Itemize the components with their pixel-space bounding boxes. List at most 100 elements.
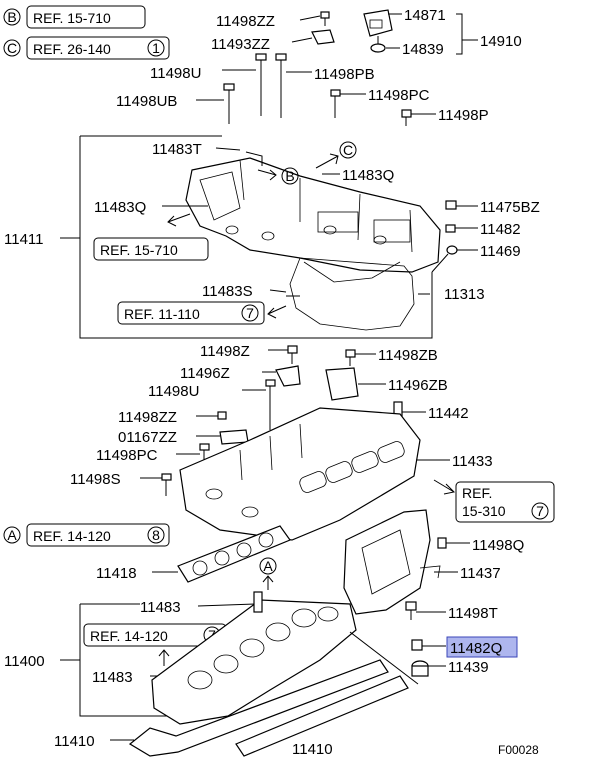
o-ring-14839 xyxy=(370,43,386,53)
label-11418[interactable]: 11418 xyxy=(96,565,137,582)
arrow-to-b xyxy=(257,169,277,181)
label-11496zb[interactable]: 11496ZB xyxy=(388,377,448,394)
ref-15-710-inner-text: REF. 15-710 xyxy=(100,242,178,258)
ref-b-15-710[interactable]: B REF. 15-710 xyxy=(3,5,146,29)
label-11498zz-mid[interactable]: 11498ZZ xyxy=(118,409,177,426)
label-11498pc-top[interactable]: 11498PC xyxy=(368,87,430,104)
label-11493zz[interactable]: 11493ZZ xyxy=(211,36,270,53)
label-11498pb[interactable]: 11498PB xyxy=(314,66,375,83)
label-11411[interactable]: 11411 xyxy=(4,231,44,248)
label-11475bz[interactable]: 11475BZ xyxy=(480,199,540,216)
ref-11-110[interactable]: REF. 11-110 7 xyxy=(117,301,265,325)
bolt-11498q xyxy=(437,537,456,549)
ref-a-marker: A xyxy=(7,527,17,543)
label-11498u-top[interactable]: 11498U xyxy=(150,65,201,82)
label-11498t[interactable]: 11498T xyxy=(448,605,498,622)
ref-15-710-inner[interactable]: REF. 15-710 xyxy=(93,237,209,261)
lower-intake-manifold[interactable] xyxy=(151,591,357,725)
nut-11475bz xyxy=(445,200,457,210)
bolt-11498t xyxy=(405,601,417,620)
label-11483s[interactable]: 11483S xyxy=(202,283,253,300)
highlight-box xyxy=(446,636,518,658)
bracket-11496zb xyxy=(325,367,359,401)
bolt-11498pc-top xyxy=(330,89,341,118)
ref-15-310-line2: 15-310 xyxy=(462,503,506,519)
label-11482q-highlight[interactable]: 11482Q xyxy=(446,636,518,658)
label-14910[interactable]: 14910 xyxy=(480,33,522,50)
label-11498z[interactable]: 11498Z xyxy=(200,343,250,360)
label-11437[interactable]: 11437 xyxy=(460,565,501,582)
arrow-ref-15-710 xyxy=(167,213,191,227)
ref-15-310-line1: REF. xyxy=(462,485,492,501)
ref-15-310[interactable]: REF. 15-310 7 xyxy=(455,481,555,523)
label-11442[interactable]: 11442 xyxy=(428,405,469,422)
bolt-11498p xyxy=(401,109,412,126)
ref-14-120-lower-text: REF. 14-120 xyxy=(90,628,168,644)
label-11498p[interactable]: 11498P xyxy=(438,107,489,124)
nut-11482 xyxy=(445,224,456,233)
label-11483-lower[interactable]: 11483 xyxy=(92,669,133,686)
label-11483q-right[interactable]: 11483Q xyxy=(342,167,394,184)
label-11496z[interactable]: 11496Z xyxy=(180,365,230,382)
label-01167zz[interactable]: 01167ZZ xyxy=(118,429,177,446)
label-11439[interactable]: 11439 xyxy=(448,659,489,676)
ref-a-14-120[interactable]: A REF. 14-120 8 xyxy=(3,523,170,547)
ref-a-suffix: 8 xyxy=(152,527,160,543)
ref-b-text: REF. 15-710 xyxy=(33,10,111,26)
bolt-11498u-mid xyxy=(265,379,276,430)
label-14871[interactable]: 14871 xyxy=(404,7,446,24)
ref-a-text: REF. 14-120 xyxy=(33,528,111,544)
label-11482q: 11482Q xyxy=(450,640,502,657)
bolt-11498zz-mid xyxy=(217,411,227,420)
ref-c-marker: C xyxy=(7,40,17,56)
bracket-11493zz xyxy=(311,29,335,45)
gasket-11410-right xyxy=(235,675,409,757)
label-11498u-mid[interactable]: 11498U xyxy=(148,383,199,400)
label-11498q[interactable]: 11498Q xyxy=(472,537,524,554)
marker-b: B xyxy=(285,168,294,184)
intake-plenum-11433[interactable] xyxy=(179,407,421,541)
arrow-ref-15-310 xyxy=(433,479,456,495)
label-11483[interactable]: 11483 xyxy=(140,599,181,616)
bolt-11498ub xyxy=(223,83,235,124)
ref-15-310-suffix: 7 xyxy=(536,503,544,519)
ref-c-text: REF. 26-140 xyxy=(33,41,111,57)
label-11482[interactable]: 11482 xyxy=(480,221,521,238)
label-11410-left[interactable]: 11410 xyxy=(54,733,95,750)
marker-a: A xyxy=(263,558,273,574)
gasket-11410-left xyxy=(128,659,389,757)
label-11498zz-top[interactable]: 11498ZZ xyxy=(216,13,275,30)
label-11433[interactable]: 11433 xyxy=(452,453,493,470)
bolt-11498zz-top xyxy=(320,11,330,26)
label-14839[interactable]: 14839 xyxy=(402,41,444,58)
stud-11483 xyxy=(253,591,263,613)
upper-intake-manifold-11411[interactable] xyxy=(185,157,441,283)
label-11400[interactable]: 11400 xyxy=(4,653,45,670)
sensor-14910 xyxy=(363,9,393,53)
arrow-ref-11-110 xyxy=(267,305,287,319)
ref-c-suffix: 1 xyxy=(152,40,160,56)
group-bracket-11411 xyxy=(79,136,433,339)
gasket-11418[interactable] xyxy=(177,525,291,583)
bracket-11496z xyxy=(275,365,301,387)
clip-01167zz xyxy=(219,429,249,445)
label-11313[interactable]: 11313 xyxy=(444,286,485,303)
label-11410-right[interactable]: 11410 xyxy=(292,741,333,758)
label-11498ub[interactable]: 11498UB xyxy=(116,93,177,110)
nut-11482q xyxy=(411,639,423,651)
label-11498zb[interactable]: 11498ZB xyxy=(378,347,438,364)
ref-c-26-140[interactable]: C REF. 26-140 1 xyxy=(3,36,170,60)
ref-11-110-suffix: 7 xyxy=(246,305,254,321)
label-11498pc-mid[interactable]: 11498PC xyxy=(96,447,158,464)
label-11498s[interactable]: 11498S xyxy=(70,471,121,488)
bracket-11437[interactable] xyxy=(343,509,441,615)
label-11469[interactable]: 11469 xyxy=(480,243,521,260)
label-11483q-left[interactable]: 11483Q xyxy=(94,199,146,216)
bolt-11498pb xyxy=(275,53,287,118)
label-11483t[interactable]: 11483T xyxy=(152,141,202,158)
arrow-to-a xyxy=(262,575,274,590)
arrow-to-c xyxy=(315,153,339,169)
ref-11-110-text: REF. 11-110 xyxy=(124,306,200,322)
bushing-11439 xyxy=(411,660,429,677)
